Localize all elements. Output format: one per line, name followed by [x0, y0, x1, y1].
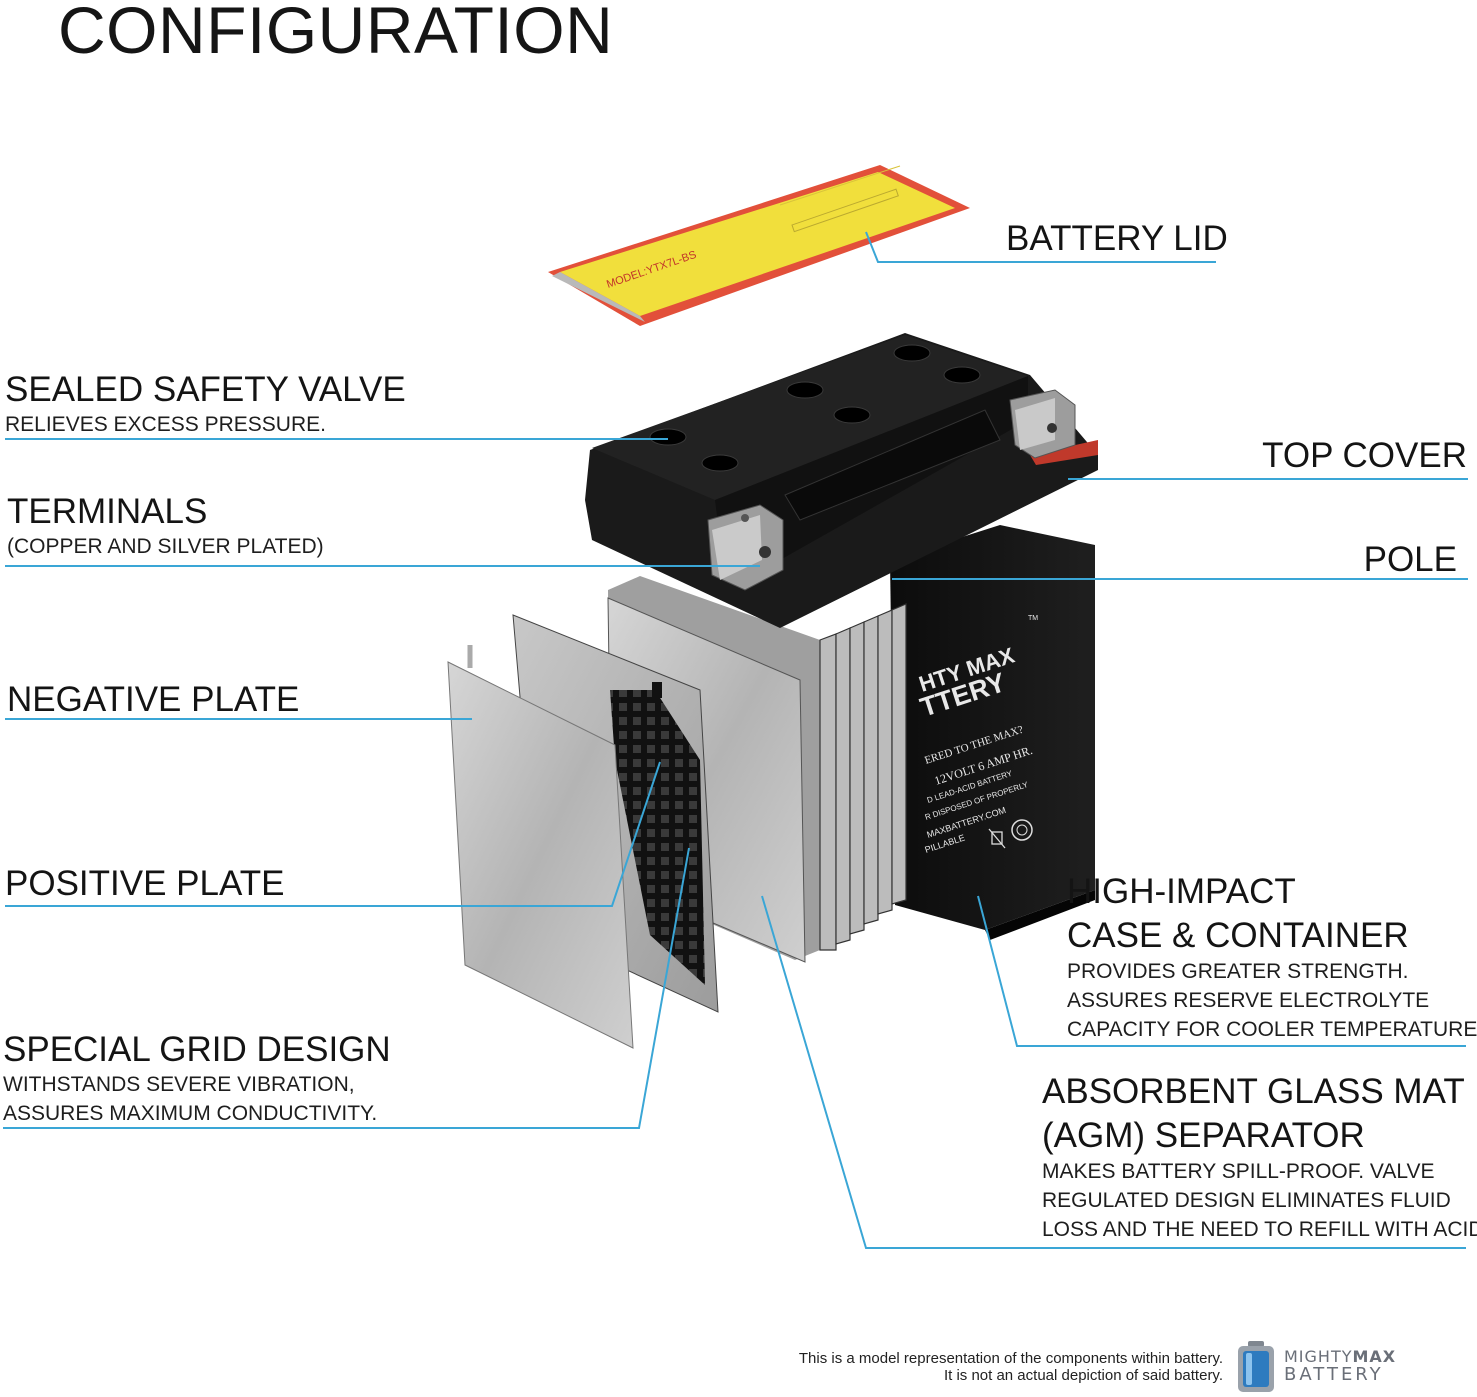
- terminal-positive: [1009, 389, 1076, 459]
- label-special-grid: SPECIAL GRID DESIGN: [3, 1030, 391, 1069]
- battery-logo-icon: [1238, 1341, 1274, 1392]
- label-battery-lid: BATTERY LID: [1006, 219, 1228, 258]
- label-high-impact-line1: HIGH-IMPACT: [1067, 872, 1296, 911]
- battery-case: HTY MAX TTERY ERED TO THE MAX? 12VOLT 6 …: [890, 525, 1095, 940]
- label-sealed-safety-valve: SEALED SAFETY VALVE: [5, 370, 406, 409]
- label-special-grid-desc2: ASSURES MAXIMUM CONDUCTIVITY.: [3, 1102, 378, 1126]
- battery-lid: MODEL:YTX7L-BS: [548, 165, 970, 326]
- label-high-impact-desc1: PROVIDES GREATER STRENGTH.: [1067, 959, 1409, 983]
- label-high-impact-desc2: ASSURES RESERVE ELECTROLYTE: [1067, 988, 1430, 1012]
- label-special-grid-desc1: WITHSTANDS SEVERE VIBRATION,: [3, 1073, 355, 1097]
- logo-battery: BATTERY: [1284, 1364, 1384, 1385]
- leader-positive-plate: [5, 761, 661, 907]
- leader-special-grid: [3, 847, 690, 1129]
- page-title: CONFIGURATION: [58, 0, 614, 67]
- logo-max: MAX: [1352, 1347, 1397, 1366]
- label-agm-desc3: LOSS AND THE NEED TO REFILL WITH ACID.: [1042, 1217, 1477, 1241]
- footer-note-line1: This is a model representation of the co…: [798, 1350, 1223, 1367]
- label-agm-desc2: REGULATED DESIGN ELIMINATES FLUID: [1042, 1188, 1451, 1212]
- negative-plate: [447, 645, 634, 1049]
- mighty-max-logo: MIGHTYMAX BATTERY: [1234, 1339, 1474, 1393]
- label-positive-plate: POSITIVE PLATE: [5, 864, 285, 903]
- label-terminals: TERMINALS: [7, 492, 208, 531]
- label-high-impact-line2: CASE & CONTAINER: [1067, 916, 1409, 956]
- recycle-icon: [1011, 819, 1033, 841]
- case-tm: TM: [1028, 615, 1038, 622]
- leader-agm-separator: [761, 895, 1466, 1249]
- label-terminals-desc: (COPPER AND SILVER PLATED): [7, 535, 324, 559]
- label-top-cover: TOP COVER: [1262, 436, 1467, 475]
- label-terminals-group: TERMINALS (COPPER AND SILVER PLATED): [7, 492, 324, 561]
- label-sealed-safety-valve-desc: RELIEVES EXCESS PRESSURE.: [5, 413, 326, 437]
- label-high-impact-case-group: HIGH-IMPACT CASE & CONTAINER PROVIDES GR…: [1067, 872, 1477, 1044]
- footer-note-line2: It is not an actual depiction of said ba…: [943, 1367, 1223, 1384]
- leader-battery-lid: [865, 231, 1216, 263]
- label-sealed-safety-valve-group: SEALED SAFETY VALVE RELIEVES EXCESS PRES…: [5, 370, 406, 439]
- label-agm-line1: ABSORBENT GLASS MAT: [1042, 1072, 1465, 1111]
- leader-high-impact-case: [977, 895, 1466, 1047]
- label-agm-line2: (AGM) SEPARATOR: [1042, 1116, 1365, 1156]
- footer-disclaimer: This is a model representation of the co…: [799, 1350, 1223, 1384]
- label-negative-plate: NEGATIVE PLATE: [7, 680, 300, 719]
- vent-cap: [893, 344, 931, 362]
- no-trash-icon: [988, 828, 1006, 849]
- label-agm-separator-group: ABSORBENT GLASS MAT (AGM) SEPARATOR MAKE…: [1042, 1072, 1477, 1244]
- leader-lines: [3, 231, 1468, 1249]
- label-special-grid-group: SPECIAL GRID DESIGN WITHSTANDS SEVERE VI…: [3, 1030, 391, 1128]
- label-pole: POLE: [1363, 540, 1457, 579]
- label-high-impact-desc3: CAPACITY FOR COOLER TEMPERATURES.: [1067, 1017, 1477, 1041]
- terminal-negative: [707, 504, 784, 591]
- label-agm-desc1: MAKES BATTERY SPILL-PROOF. VALVE: [1042, 1159, 1435, 1183]
- logo-mighty: MIGHTY: [1284, 1347, 1353, 1366]
- safety-valve: [649, 428, 687, 446]
